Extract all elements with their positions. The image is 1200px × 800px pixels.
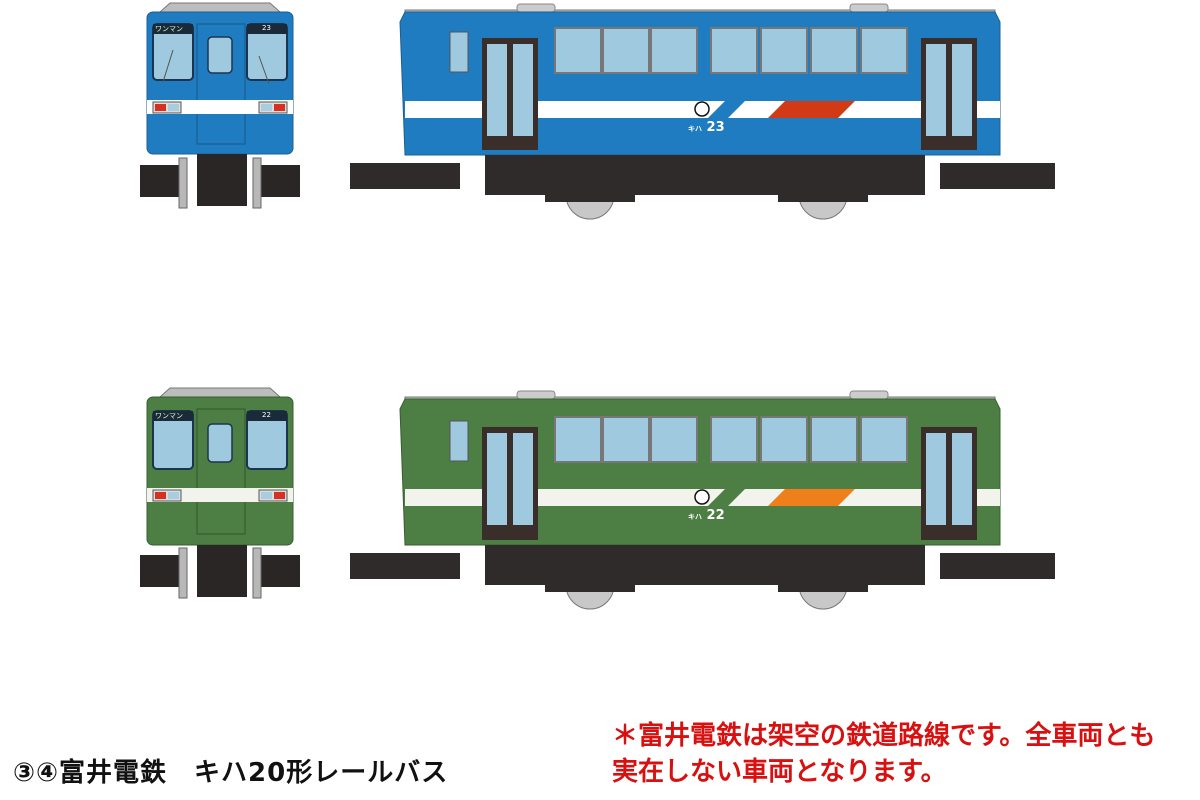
front-destination-sign: ワンマン (155, 412, 183, 420)
front-number-sign: 22 (262, 411, 271, 419)
car-number: 23 (706, 120, 725, 135)
front-view-blue: ワンマン 23 (135, 0, 305, 215)
product-caption: ③④富井電鉄 キハ20形レールバス (13, 758, 449, 788)
side-view-green: キハ 22 (345, 385, 1065, 610)
fictional-railway-notice: ＊富井電鉄は架空の鉄道路線です。全車両とも 実在しない車両となります。 (612, 718, 1192, 790)
front-destination-sign: ワンマン (155, 25, 183, 33)
front-number-sign: 23 (262, 24, 271, 32)
side-view-blue: キハ 23 (345, 0, 1065, 220)
front-view-green: ワンマン 22 (135, 385, 305, 605)
car-number: 22 (706, 508, 725, 523)
notice-line-1: ＊富井電鉄は架空の鉄道路線です。全車両とも (612, 721, 1156, 751)
car-label-prefix: キハ (688, 513, 702, 521)
car-label-prefix: キハ (688, 125, 702, 133)
notice-line-2: 実在しない車両となります。 (612, 757, 947, 787)
car-number-label: キハ 22 (688, 508, 725, 523)
car-number-label: キハ 23 (688, 120, 725, 135)
